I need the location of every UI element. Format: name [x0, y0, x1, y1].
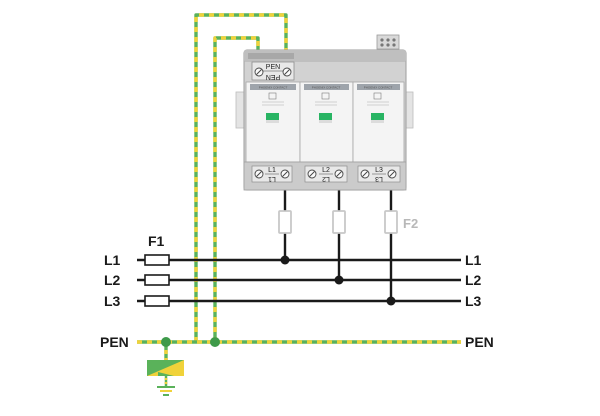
- pen-junction-dot: [161, 337, 171, 347]
- screw-icon: [307, 169, 317, 179]
- left-pen-label: PEN: [100, 334, 129, 350]
- f1-fuses: [144, 254, 170, 307]
- svg-text:PHOENIX CONTACT: PHOENIX CONTACT: [259, 86, 288, 90]
- screw-icon: [387, 169, 397, 179]
- module-2: PHOENIX CONTACT: [299, 81, 354, 163]
- status-indicator: [319, 113, 332, 120]
- screw-icon: [280, 169, 290, 179]
- earth-bar: [147, 360, 184, 376]
- pen-terminal-label: PEN: [266, 64, 280, 71]
- terminal-l3: L3 L3: [357, 165, 401, 183]
- right-l3-label: L3: [465, 293, 482, 309]
- screw-icon: [360, 169, 370, 179]
- f2-fuses: [278, 210, 398, 234]
- left-l1-label: L1: [104, 252, 121, 268]
- terminal-l3-top: L3: [375, 167, 383, 174]
- screw-icon: [254, 67, 264, 77]
- pen-conductors: [137, 13, 461, 360]
- pen-terminal: PEN PEN: [251, 61, 295, 81]
- ground-icon: [157, 376, 175, 396]
- pen-terminal-label-mirror: PEN: [266, 73, 280, 80]
- terminal-l3-bottom: L3: [375, 175, 383, 182]
- left-l3-label: L3: [104, 293, 121, 309]
- screw-icon: [334, 169, 344, 179]
- right-l1-label: L1: [465, 252, 482, 268]
- signal-connector: [376, 34, 400, 50]
- terminal-l1: L1 L1: [251, 165, 293, 183]
- svg-text:PHOENIX CONTACT: PHOENIX CONTACT: [312, 86, 341, 90]
- l3-junction-dot: [386, 296, 396, 306]
- right-pen-label: PEN: [465, 334, 494, 350]
- f1-fuse-l2: [144, 274, 170, 286]
- f2-fuse-3: [384, 210, 398, 234]
- terminal-l1-bottom: L1: [268, 175, 276, 182]
- surge-protection-device: PEN PEN PHOENIX CONTACT: [235, 34, 414, 191]
- right-l2-label: L2: [465, 272, 482, 288]
- f1-fuse-l3: [144, 295, 170, 307]
- terminal-l2: L2 L2: [304, 165, 348, 183]
- f1-fuse-l1: [144, 254, 170, 266]
- f2-label: F2: [403, 216, 418, 231]
- l1-junction-dot: [280, 255, 290, 265]
- f2-fuse-1: [278, 210, 292, 234]
- pen-junction-dot: [210, 337, 220, 347]
- left-l2-label: L2: [104, 272, 121, 288]
- module-1: PHOENIX CONTACT: [245, 81, 301, 163]
- module-3: PHOENIX CONTACT: [352, 81, 405, 163]
- terminal-l1-top: L1: [268, 167, 276, 174]
- svg-text:PHOENIX CONTACT: PHOENIX CONTACT: [364, 86, 393, 90]
- status-indicator: [371, 113, 384, 120]
- terminal-l2-bottom: L2: [322, 175, 330, 182]
- l2-junction-dot: [334, 275, 344, 285]
- terminal-l2-top: L2: [322, 167, 330, 174]
- phase-conductors: [137, 190, 461, 303]
- screw-icon: [282, 67, 292, 77]
- f1-label: F1: [148, 233, 165, 249]
- status-indicator: [266, 113, 279, 120]
- f2-fuse-2: [332, 210, 346, 234]
- screw-icon: [254, 169, 264, 179]
